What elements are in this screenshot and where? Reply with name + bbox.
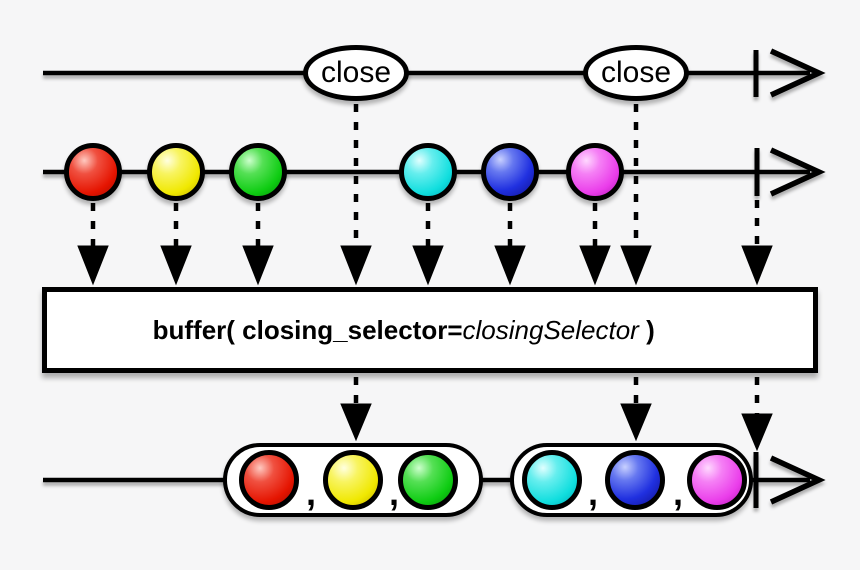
arrow-down-icon: [741, 245, 773, 286]
arrow-down-icon: [494, 245, 526, 286]
connector-source-complete: [741, 200, 773, 286]
connector-marble-yellow: [160, 203, 192, 286]
buffer-1-separator-1: ,: [305, 472, 317, 513]
arrow-down-icon: [620, 403, 652, 442]
operator-box: buffer( closing_selector=closingSelector…: [42, 287, 818, 373]
buffer-1-marble-green: [398, 450, 458, 510]
buffer-2-marble-blue: [605, 450, 665, 510]
connector-close-2: [620, 104, 652, 286]
buffer-capsule-1: , ,: [223, 443, 483, 517]
connector-marble-green: [242, 203, 274, 286]
connector-close-1: [340, 104, 372, 286]
arrow-down-icon: [620, 245, 652, 286]
arrow-down-icon: [412, 245, 444, 286]
output-connectors: [340, 377, 773, 452]
connector-marble-cyan: [412, 203, 444, 286]
close-event-2: close: [583, 45, 689, 101]
arrow-down-icon: [579, 245, 611, 286]
connector-buffer-2-emit: [620, 377, 652, 442]
connector-marble-magenta: [579, 203, 611, 286]
buffer-1-marble-red: [239, 450, 299, 510]
close-event-1: close: [303, 45, 409, 101]
arrow-down-icon: [741, 413, 773, 452]
arrow-down-icon: [340, 403, 372, 442]
arrow-down-icon: [77, 245, 109, 286]
operator-label-suffix: ): [638, 314, 655, 345]
buffer-2-marble-cyan: [522, 450, 582, 510]
connector-marble-blue: [494, 203, 526, 286]
arrow-down-icon: [242, 245, 274, 286]
buffer-2-marble-magenta: [687, 450, 747, 510]
buffer-2-separator-2: ,: [672, 472, 684, 513]
source-marble-green: [229, 143, 287, 201]
source-marble-magenta: [566, 143, 624, 201]
source-marble-red: [64, 143, 122, 201]
source-marble-cyan: [399, 143, 457, 201]
arrow-down-icon: [160, 245, 192, 286]
arrow-down-icon: [340, 245, 372, 286]
close-event-1-label: close: [320, 56, 392, 89]
source-marble-yellow: [147, 143, 205, 201]
buffer-2-separator-1: ,: [587, 472, 599, 513]
source-marble-blue: [481, 143, 539, 201]
output-arrowhead-icon: [769, 455, 826, 505]
connector-buffer-1-emit: [340, 377, 372, 442]
buffer-1-marble-yellow: [323, 450, 383, 510]
closings-timeline-line: [43, 48, 826, 98]
operator-label-selector-arg: closingSelector: [462, 314, 639, 345]
connector-marble-red: [77, 203, 109, 286]
operator-label-prefix: buffer( closing_selector=: [152, 314, 463, 345]
connector-output-complete: [741, 377, 773, 452]
buffer-capsule-2: , ,: [510, 443, 753, 517]
source-arrowhead-icon: [769, 147, 826, 197]
input-connectors: [77, 104, 773, 286]
close-event-2-label: close: [600, 56, 672, 89]
operator-label: buffer( closing_selector=closingSelector…: [109, 284, 655, 377]
buffer-1-separator-2: ,: [388, 472, 400, 513]
closings-arrowhead-icon: [769, 48, 826, 98]
